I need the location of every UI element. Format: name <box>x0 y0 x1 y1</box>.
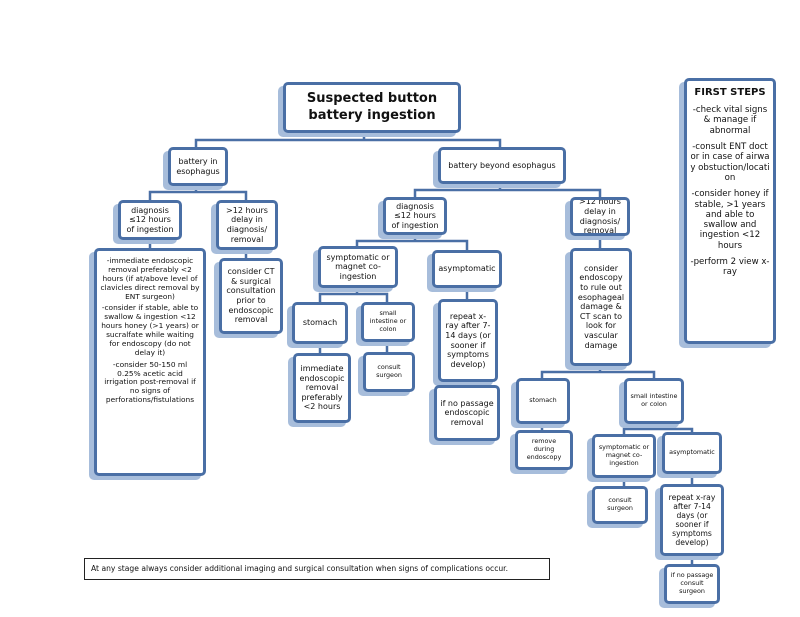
asymptomatic-node: asymptomatic <box>432 250 502 288</box>
esophagus-late-action-text: consider CT & surgical consultation prio… <box>226 267 276 325</box>
stomach-action-text: immediate endoscopic removal preferably … <box>299 364 345 412</box>
late-stomach-node: stomach <box>516 378 570 424</box>
asymptomatic-action-text: repeat x-ray after 7-14 days (or sooner … <box>445 311 491 369</box>
esophagus-label: battery in esophagus <box>176 156 220 176</box>
first-steps-heading: FIRST STEPS <box>694 87 766 98</box>
late-asymptomatic-next-text: if no passage consult surgeon <box>670 571 714 595</box>
intestine-label: small intestine or colon <box>369 309 407 333</box>
late-asymptomatic-next: if no passage consult surgeon <box>664 564 720 604</box>
esophagus-early-node: diagnosis ≤12 hours of ingestion <box>118 200 182 240</box>
esophagus-late-action: consider CT & surgical consultation prio… <box>219 258 283 334</box>
first-step-item: -consult ENT doctor in case of airway ob… <box>690 141 770 183</box>
asymptomatic-next-text: if no passage endoscopic removal <box>440 398 494 427</box>
first-step-item: -perform 2 view x-ray <box>690 257 770 278</box>
late-symptomatic-action: consult surgeon <box>592 486 648 524</box>
beyond-late-action: consider endoscopy to rule out esophagea… <box>570 248 632 366</box>
title-line-1: Suspected button <box>306 91 438 107</box>
intestine-action-text: consult surgeon <box>376 363 402 379</box>
action-item: -consider 50-150 ml 0.25% acetic acid ir… <box>104 359 196 405</box>
stomach-label: stomach <box>302 318 338 328</box>
symptomatic-label: symptomatic or magnet co-ingestion <box>326 252 390 281</box>
beyond-late-node: >12 hours delay in diagnosis/ removal <box>570 197 630 236</box>
beyond-late-action-text: consider endoscopy to rule out esophagea… <box>577 263 625 350</box>
title-box: Suspected button battery ingestion <box>283 82 461 133</box>
beyond-late-label: >12 hours delay in diagnosis/ removal <box>579 197 621 236</box>
title-line-2: battery ingestion <box>308 107 436 123</box>
esophagus-early-label: diagnosis ≤12 hours of ingestion <box>126 205 174 234</box>
beyond-early-label: diagnosis ≤12 hours of ingestion <box>391 201 439 230</box>
late-stomach-action-text: remove during endoscopy <box>526 437 562 461</box>
stomach-node: stomach <box>292 302 348 344</box>
asymptomatic-next: if no passage endoscopic removal <box>434 385 500 441</box>
late-symptomatic-label: symptomatic or magnet co-ingestion <box>598 443 650 467</box>
first-step-item: -check vital signs & manage if abnormal <box>692 105 768 136</box>
intestine-action: consult surgeon <box>363 352 415 392</box>
late-symptomatic-node: symptomatic or magnet co-ingestion <box>592 434 656 478</box>
action-item: -consider if stable, able to swallow & i… <box>101 303 199 357</box>
late-stomach-label: stomach <box>529 396 557 405</box>
footnote: At any stage always consider additional … <box>84 558 550 580</box>
late-asymptomatic-node: asymptomatic <box>662 432 722 474</box>
late-asymptomatic-action-text: repeat x-ray after 7-14 days (or sooner … <box>668 492 716 548</box>
esophagus-early-action: -immediate endoscopic removal preferably… <box>94 248 206 476</box>
beyond-node: battery beyond esophagus <box>438 147 566 184</box>
intestine-node: small intestine or colon <box>361 302 415 342</box>
beyond-early-node: diagnosis ≤12 hours of ingestion <box>383 197 447 235</box>
late-stomach-action: remove during endoscopy <box>515 430 573 470</box>
late-symptomatic-action-text: consult surgeon <box>607 496 633 512</box>
late-intestine-node: small intestine or colon <box>624 378 684 424</box>
esophagus-late-label: >12 hours delay in diagnosis/ removal <box>226 205 268 244</box>
asymptomatic-label: asymptomatic <box>438 264 496 274</box>
stomach-action: immediate endoscopic removal preferably … <box>293 353 351 423</box>
late-asymptomatic-label: asymptomatic <box>669 448 715 457</box>
late-intestine-label: small intestine or colon <box>630 392 678 408</box>
symptomatic-node: symptomatic or magnet co-ingestion <box>318 246 398 288</box>
asymptomatic-action: repeat x-ray after 7-14 days (or sooner … <box>438 299 498 382</box>
first-step-item: -consider honey if stable, >1 years and … <box>691 189 769 251</box>
beyond-label: battery beyond esophagus <box>448 160 556 170</box>
first-steps-panel: FIRST STEPS -check vital signs & manage … <box>684 78 776 344</box>
esophagus-node: battery in esophagus <box>168 147 228 186</box>
action-item: -immediate endoscopic removal preferably… <box>100 256 200 301</box>
esophagus-late-node: >12 hours delay in diagnosis/ removal <box>216 200 278 250</box>
late-asymptomatic-action: repeat x-ray after 7-14 days (or sooner … <box>660 484 724 556</box>
